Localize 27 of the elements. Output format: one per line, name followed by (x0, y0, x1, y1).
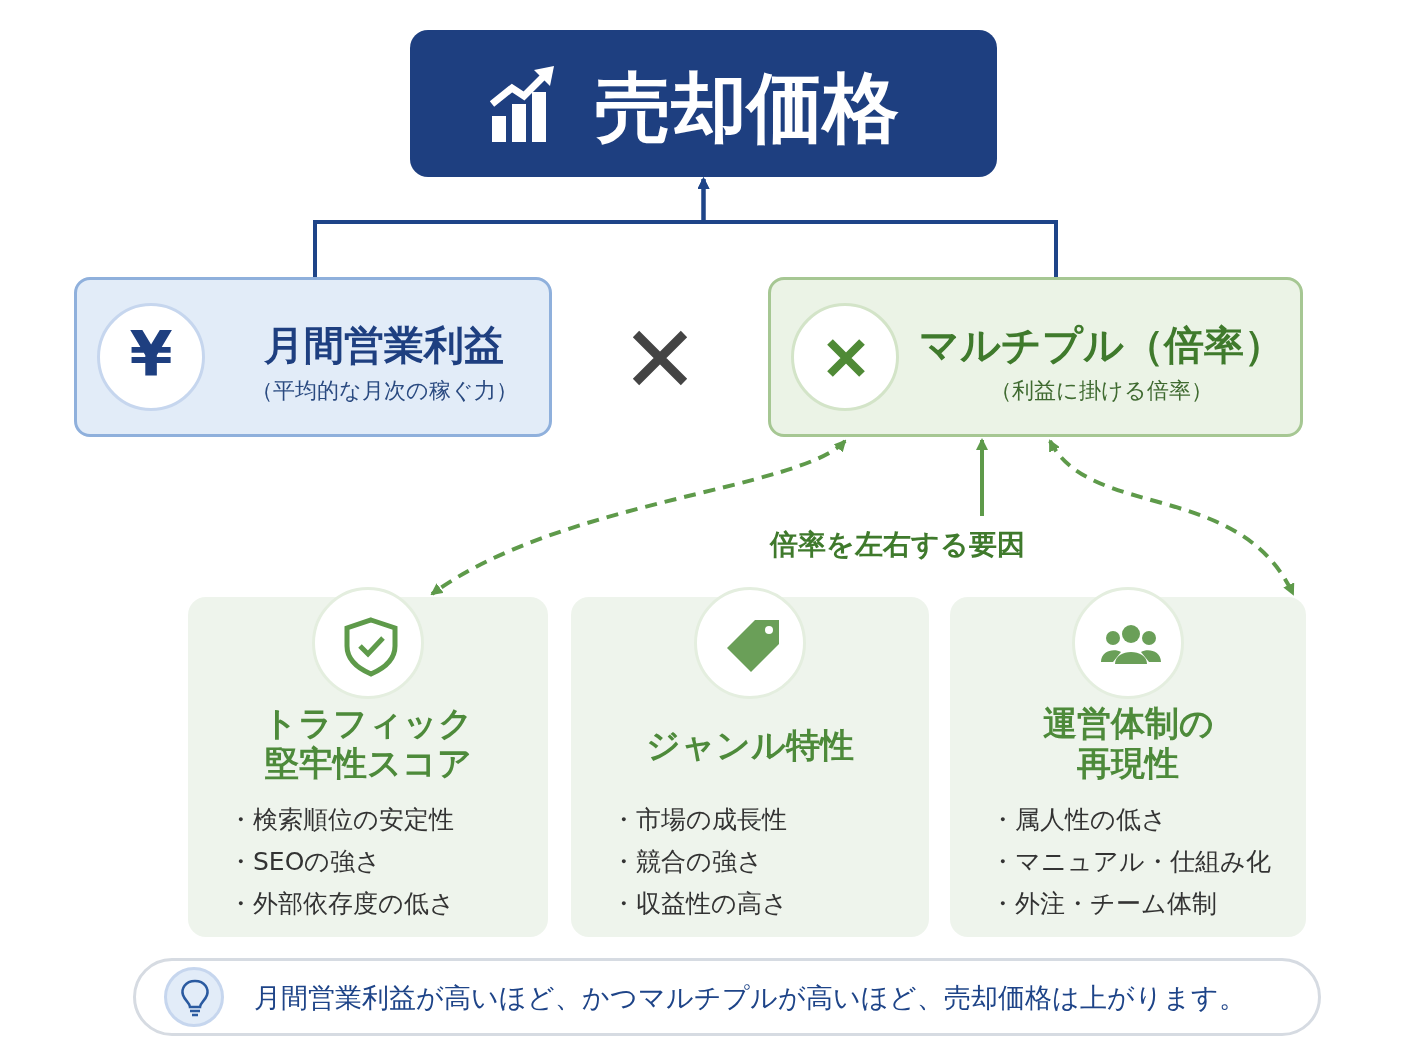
note-text: 月間営業利益が高いほど、かつマルチプルが高いほど、売却価格は上がります。 (254, 981, 1246, 1015)
card-heading: トラフィック堅牢性スコア (262, 703, 474, 783)
bullet-item: ・競合の強さ (611, 846, 764, 878)
factor-box (768, 277, 1303, 437)
bullet-item: ・市場の成長性 (611, 804, 788, 836)
bullet-item: ・外注・チーム体制 (990, 888, 1218, 920)
bullet-item: ・検索順位の安定性 (228, 804, 455, 836)
bullet-item: ・属人性の低さ (990, 804, 1168, 836)
factor-caption: 倍率を左右する要因 (770, 527, 1026, 563)
title-text: 売却価格 (595, 62, 899, 154)
double-arrow (1048, 439, 1295, 596)
arrow (697, 177, 1058, 277)
box-heading: 月間営業利益 (263, 321, 505, 370)
bullet-item: ・収益性の高さ (611, 888, 789, 920)
arrow (976, 438, 988, 516)
double-arrow (430, 439, 847, 596)
card-heading: ジャンル特性 (645, 725, 855, 765)
bullet-item: ・マニュアル・仕組み化 (990, 846, 1272, 878)
bullet-item: ・外部依存度の低さ (228, 888, 456, 920)
box-heading: マルチプル（倍率） (918, 321, 1285, 370)
card-heading: 運営体制の再現性 (1041, 703, 1215, 783)
box-subtitle: （平均的な月次の稼ぐ力） (249, 377, 519, 405)
box-subtitle: （利益に掛ける倍率） (989, 377, 1214, 405)
yen-sign: ¥ (128, 318, 174, 391)
title-box (410, 30, 997, 177)
factor-box (74, 277, 552, 437)
bullet-item: ・SEOの強さ (228, 846, 383, 878)
